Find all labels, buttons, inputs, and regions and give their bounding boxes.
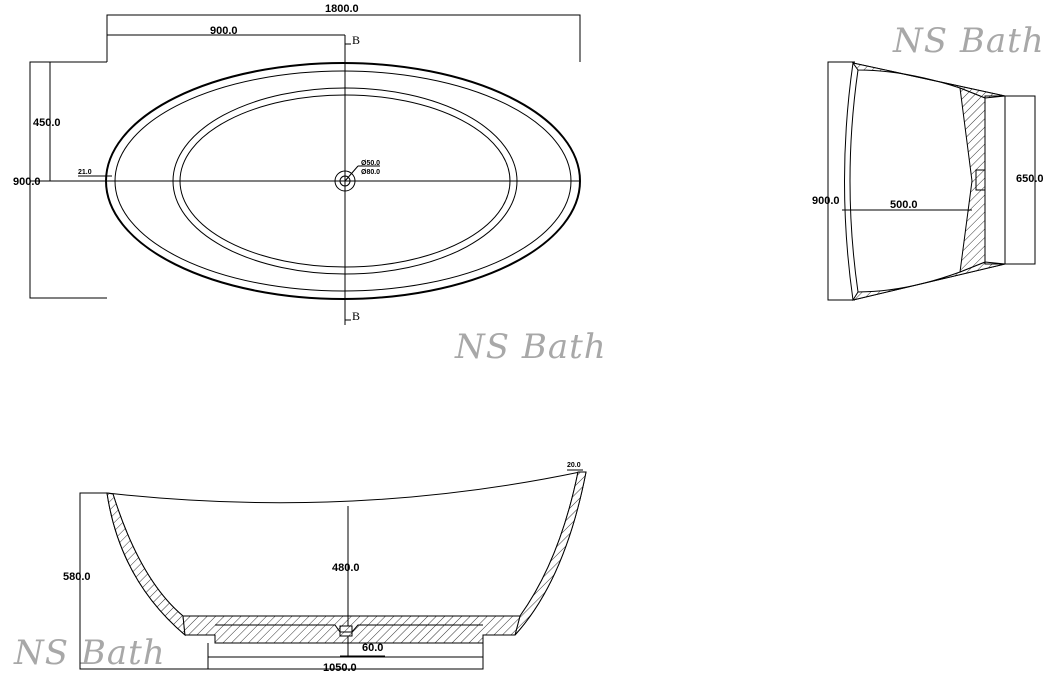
side-wall-hatch-right (959, 87, 986, 273)
front-base-plinth (207, 656, 484, 670)
side-base-plinth (1004, 95, 1036, 265)
side-shell-inner (849, 69, 859, 293)
front-dim-580-line (79, 492, 208, 670)
side-dim-900-line (827, 61, 855, 301)
drain-outer-circle (334, 170, 356, 192)
side-wall-hatch-bottom (851, 261, 1006, 301)
side-section: 900.0 500.0 650.0 (812, 61, 1044, 301)
front-floor-recess (215, 624, 483, 633)
watermark-center: NS Bath (454, 327, 607, 367)
front-wall-hatch-left (106, 492, 186, 637)
dim-900-half-line (106, 34, 345, 62)
section-mark-bottom: B (352, 309, 360, 323)
dim-900-width-label: 900.0 (13, 176, 41, 188)
front-shell-outer (106, 471, 587, 636)
side-wall-hatch-top (851, 62, 1006, 99)
watermark-bottom-left: NS Bath (13, 633, 166, 673)
front-dim-580-label: 580.0 (63, 571, 91, 583)
section-mark-top: B (352, 33, 360, 47)
front-rim-thickness-label: 20.0 (567, 462, 581, 469)
side-dim-900-label: 900.0 (812, 195, 840, 207)
front-rim-top (106, 471, 581, 504)
dim-900-width-line (29, 61, 107, 299)
side-dim-650-label: 650.0 (1016, 173, 1044, 185)
drain-leader (344, 165, 359, 182)
front-drain (339, 625, 353, 637)
top-view: Ø50.0 Ø80.0 1800.0 900.0 450.0 900.0 21.… (13, 3, 581, 325)
side-drain (975, 169, 986, 191)
front-section: 580.0 480.0 60.0 1050.0 20.0 (63, 462, 587, 674)
dim-1800-label: 1800.0 (325, 3, 359, 15)
front-dim-1050-label: 1050.0 (323, 662, 357, 674)
front-dim-480-label: 480.0 (332, 562, 360, 574)
watermark-top-right: NS Bath (892, 21, 1045, 61)
side-base (984, 95, 1006, 265)
dim-1800-line (106, 14, 581, 62)
drain-outer-label: Ø80.0 (361, 169, 380, 176)
side-dim-500-label: 500.0 (890, 199, 918, 211)
dim-900-half-label: 900.0 (210, 25, 238, 37)
drain-inner-circle (339, 175, 351, 187)
front-wall-hatch-right (514, 471, 587, 636)
drain-inner-label: Ø50.0 (361, 160, 380, 167)
front-dim-60-label: 60.0 (362, 642, 383, 654)
rim-thickness-label: 21.0 (78, 169, 92, 176)
front-shell-inner (112, 471, 579, 617)
dim-450-label: 450.0 (33, 117, 61, 129)
